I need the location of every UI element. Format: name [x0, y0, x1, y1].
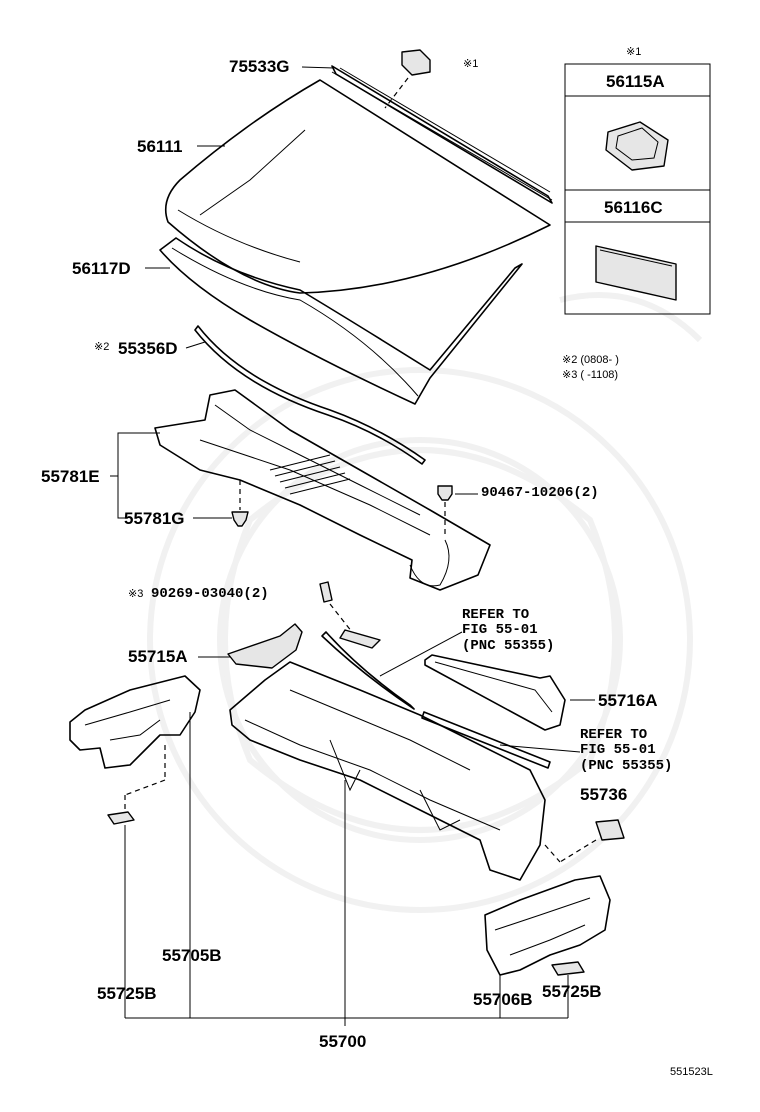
clip-top [384, 49, 431, 109]
top-moulding [331, 65, 553, 204]
pad-55725B-right [551, 961, 585, 976]
seal-strip-lower [421, 711, 551, 769]
label-refer-fig-1: REFER TO FIG 55-01 (PNC 55355) [462, 607, 555, 654]
label-55356D: 55356D [118, 339, 178, 358]
cowl-clip [231, 480, 249, 527]
label-55725B-left: 55725B [97, 984, 157, 1003]
inset-part-56116C: 56116C [604, 198, 663, 217]
dash-panel [229, 661, 546, 881]
fastener-90467 [437, 485, 453, 535]
label-55736: 55736 [580, 785, 628, 804]
label-90269: 90269-03040(2) [151, 586, 269, 602]
label-90467: 90467-10206(2) [481, 485, 599, 501]
label-55725B-right: 55725B [542, 982, 602, 1001]
lower-seal [194, 325, 426, 465]
bolt-90269 [319, 581, 381, 649]
label-75533G: 75533G [229, 57, 290, 76]
note-2: ※2 (0808- ) [562, 354, 619, 366]
bracket-55715A [227, 623, 303, 669]
leader-lines [110, 66, 595, 1026]
seal-strip-upper [321, 631, 415, 710]
label-55700: 55700 [319, 1032, 367, 1051]
inset-part-56115A: 56115A [606, 72, 665, 91]
panel-55716A [424, 654, 566, 731]
label-55781E: 55781E [41, 467, 100, 486]
windshield-dam [159, 237, 523, 405]
label-56117D: 56117D [72, 259, 131, 278]
side-brace-right [484, 875, 611, 976]
label-56111: 56111 [137, 137, 183, 156]
label-55716A: 55716A [598, 691, 658, 710]
pad-55725B-left [107, 745, 166, 825]
label-55781G: 55781G [124, 509, 185, 528]
windshield-glass [164, 67, 553, 294]
label-55706B: 55706B [473, 990, 533, 1009]
pad-55736 [544, 819, 625, 863]
inset-mark: ※1 [626, 46, 642, 58]
cowl-vent-grille [269, 454, 351, 495]
note-3: ※3 ( -1108) [562, 369, 619, 381]
label-mark1-top: ※1 [463, 58, 479, 70]
label-refer-fig-2: REFER TO FIG 55-01 (PNC 55355) [580, 727, 673, 774]
inset-box [564, 63, 711, 315]
label-mark2-55356D: ※2 [94, 341, 110, 353]
cowl-top-panel [154, 389, 491, 591]
figure-code: 551523L [670, 1066, 713, 1078]
label-mark3-90269: ※3 [128, 588, 144, 600]
label-55705B: 55705B [162, 946, 222, 965]
side-brace-left [69, 675, 201, 769]
watermark-emblem [147, 292, 703, 913]
label-55715A: 55715A [128, 647, 188, 666]
